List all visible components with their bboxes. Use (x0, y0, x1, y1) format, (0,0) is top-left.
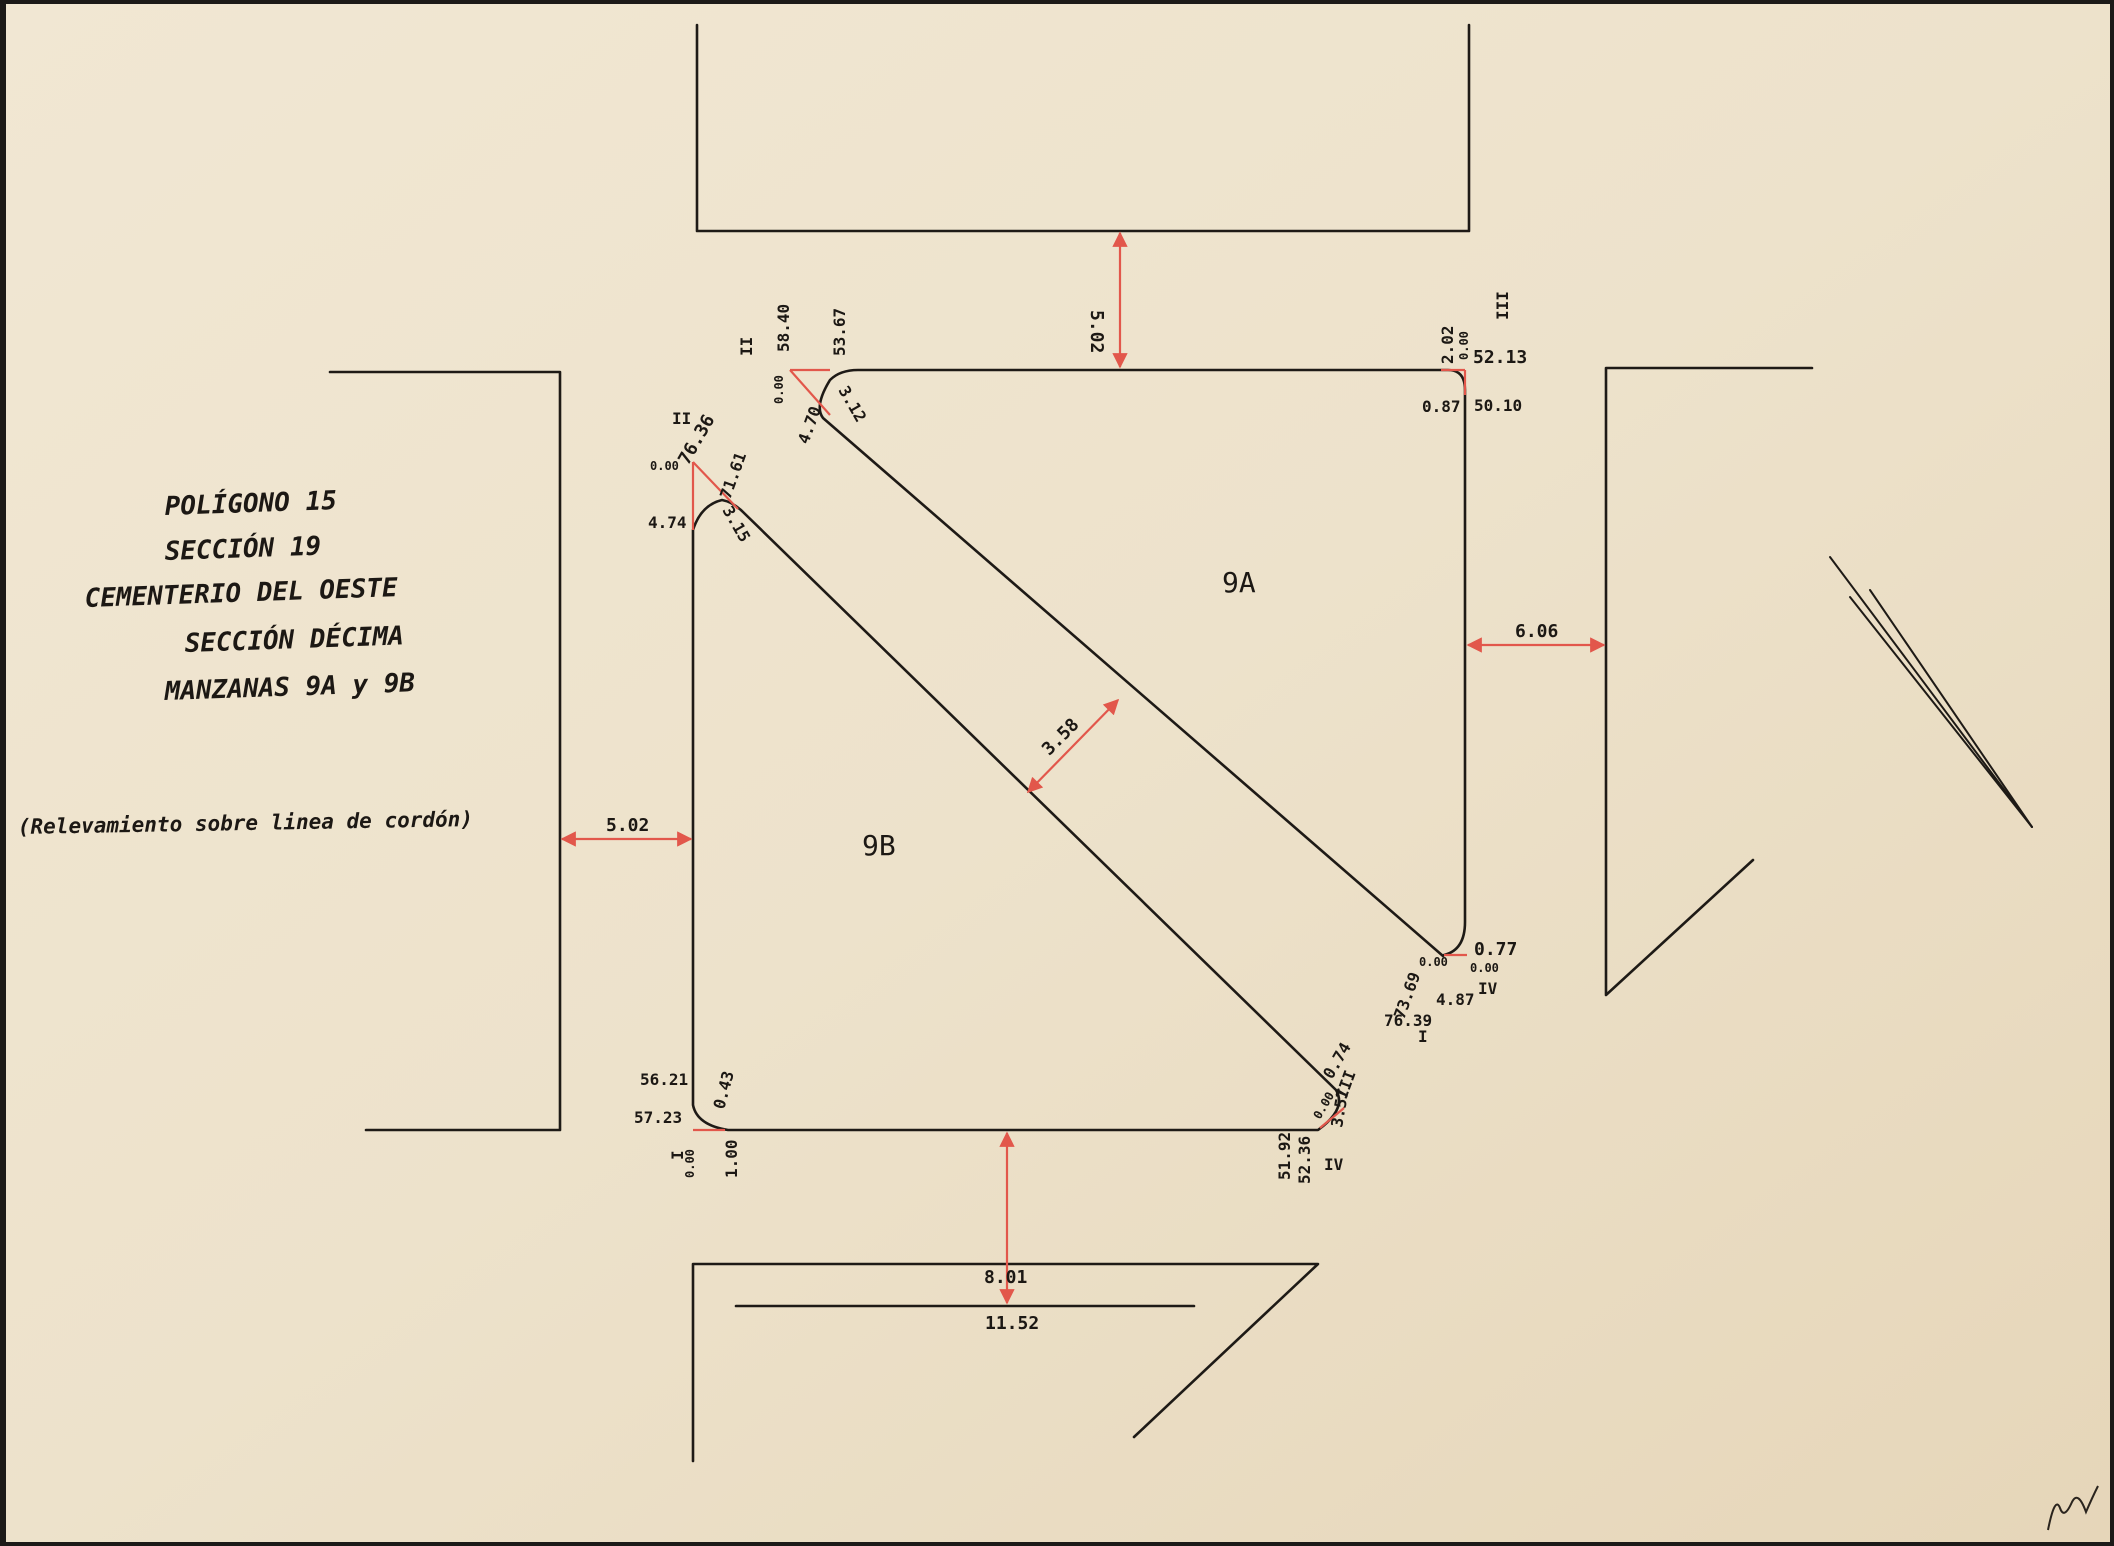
corner-value-label: 58.40 (774, 304, 793, 352)
neighbor-block-right (1604, 366, 1814, 997)
corner-value-label: 0.87 (1422, 397, 1461, 416)
signature (2047, 1485, 2099, 1531)
left-street-width: 5.02 (606, 815, 649, 836)
north-arrow-lines (1829, 556, 2033, 828)
corner-zero-label: 0.00 (1470, 961, 1499, 975)
corner-roman-label: IV (1478, 979, 1498, 998)
corner-value-label: 76.39 (1384, 1011, 1432, 1030)
block-9a-label: 9A (1222, 566, 1256, 599)
corner-zero-label: 0.00 (650, 459, 679, 473)
corner-roman-label: II (672, 409, 691, 428)
corner-roman-label: II (737, 337, 756, 356)
title-line-2: SECCIÓN 19 (164, 530, 322, 567)
corner-roman-label: I (1418, 1027, 1428, 1046)
bottom-line-length: 11.52 (985, 1313, 1039, 1334)
corner-value-label: 50.10 (1474, 396, 1522, 415)
neighbor-block-left (328, 370, 562, 1132)
title-line-1: POLÍGONO 15 (164, 484, 337, 522)
paper-background (6, 4, 2110, 1542)
corner-value-label: 2.02 (1438, 325, 1457, 364)
corner-value-label: 1.00 (722, 1139, 741, 1178)
neighbor-block-top (695, 23, 1471, 233)
corner-roman-label: IV (1324, 1155, 1344, 1174)
corner-value-label: 4.87 (1436, 990, 1475, 1009)
corner-value-label: 57.23 (634, 1108, 682, 1127)
measurement-lines (560, 231, 1606, 1305)
corner-value-label: 53.67 (830, 308, 849, 356)
corner-value-label: 52.13 (1473, 347, 1527, 368)
corner-zero-label: 0.00 (683, 1149, 697, 1178)
top-street-width: 5.02 (1086, 310, 1107, 353)
corner-value-label: 4.74 (648, 513, 687, 532)
corner-roman-label: I (668, 1150, 687, 1160)
corner-value-label: 56.21 (640, 1070, 688, 1089)
corner-zero-label: 0.00 (772, 375, 786, 404)
right-street-width: 6.06 (1515, 621, 1558, 642)
corner-top-right-labels: III 0.00 52.13 2.02 50.10 0.87 (1422, 291, 1527, 416)
block-9b-label: 9B (862, 829, 896, 862)
corner-value-label: 0.77 (1474, 939, 1517, 960)
corner-value-label: 51.92 (1275, 1132, 1294, 1180)
corner-zero-label: 0.00 (1419, 955, 1448, 969)
corner-value-label: 52.36 (1295, 1136, 1314, 1184)
bottom-street-width: 8.01 (984, 1267, 1027, 1288)
block-9b-outline (691, 498, 1341, 1132)
corner-roman-label: III (1493, 291, 1512, 320)
corner-zero-label: 0.00 (1457, 331, 1471, 360)
